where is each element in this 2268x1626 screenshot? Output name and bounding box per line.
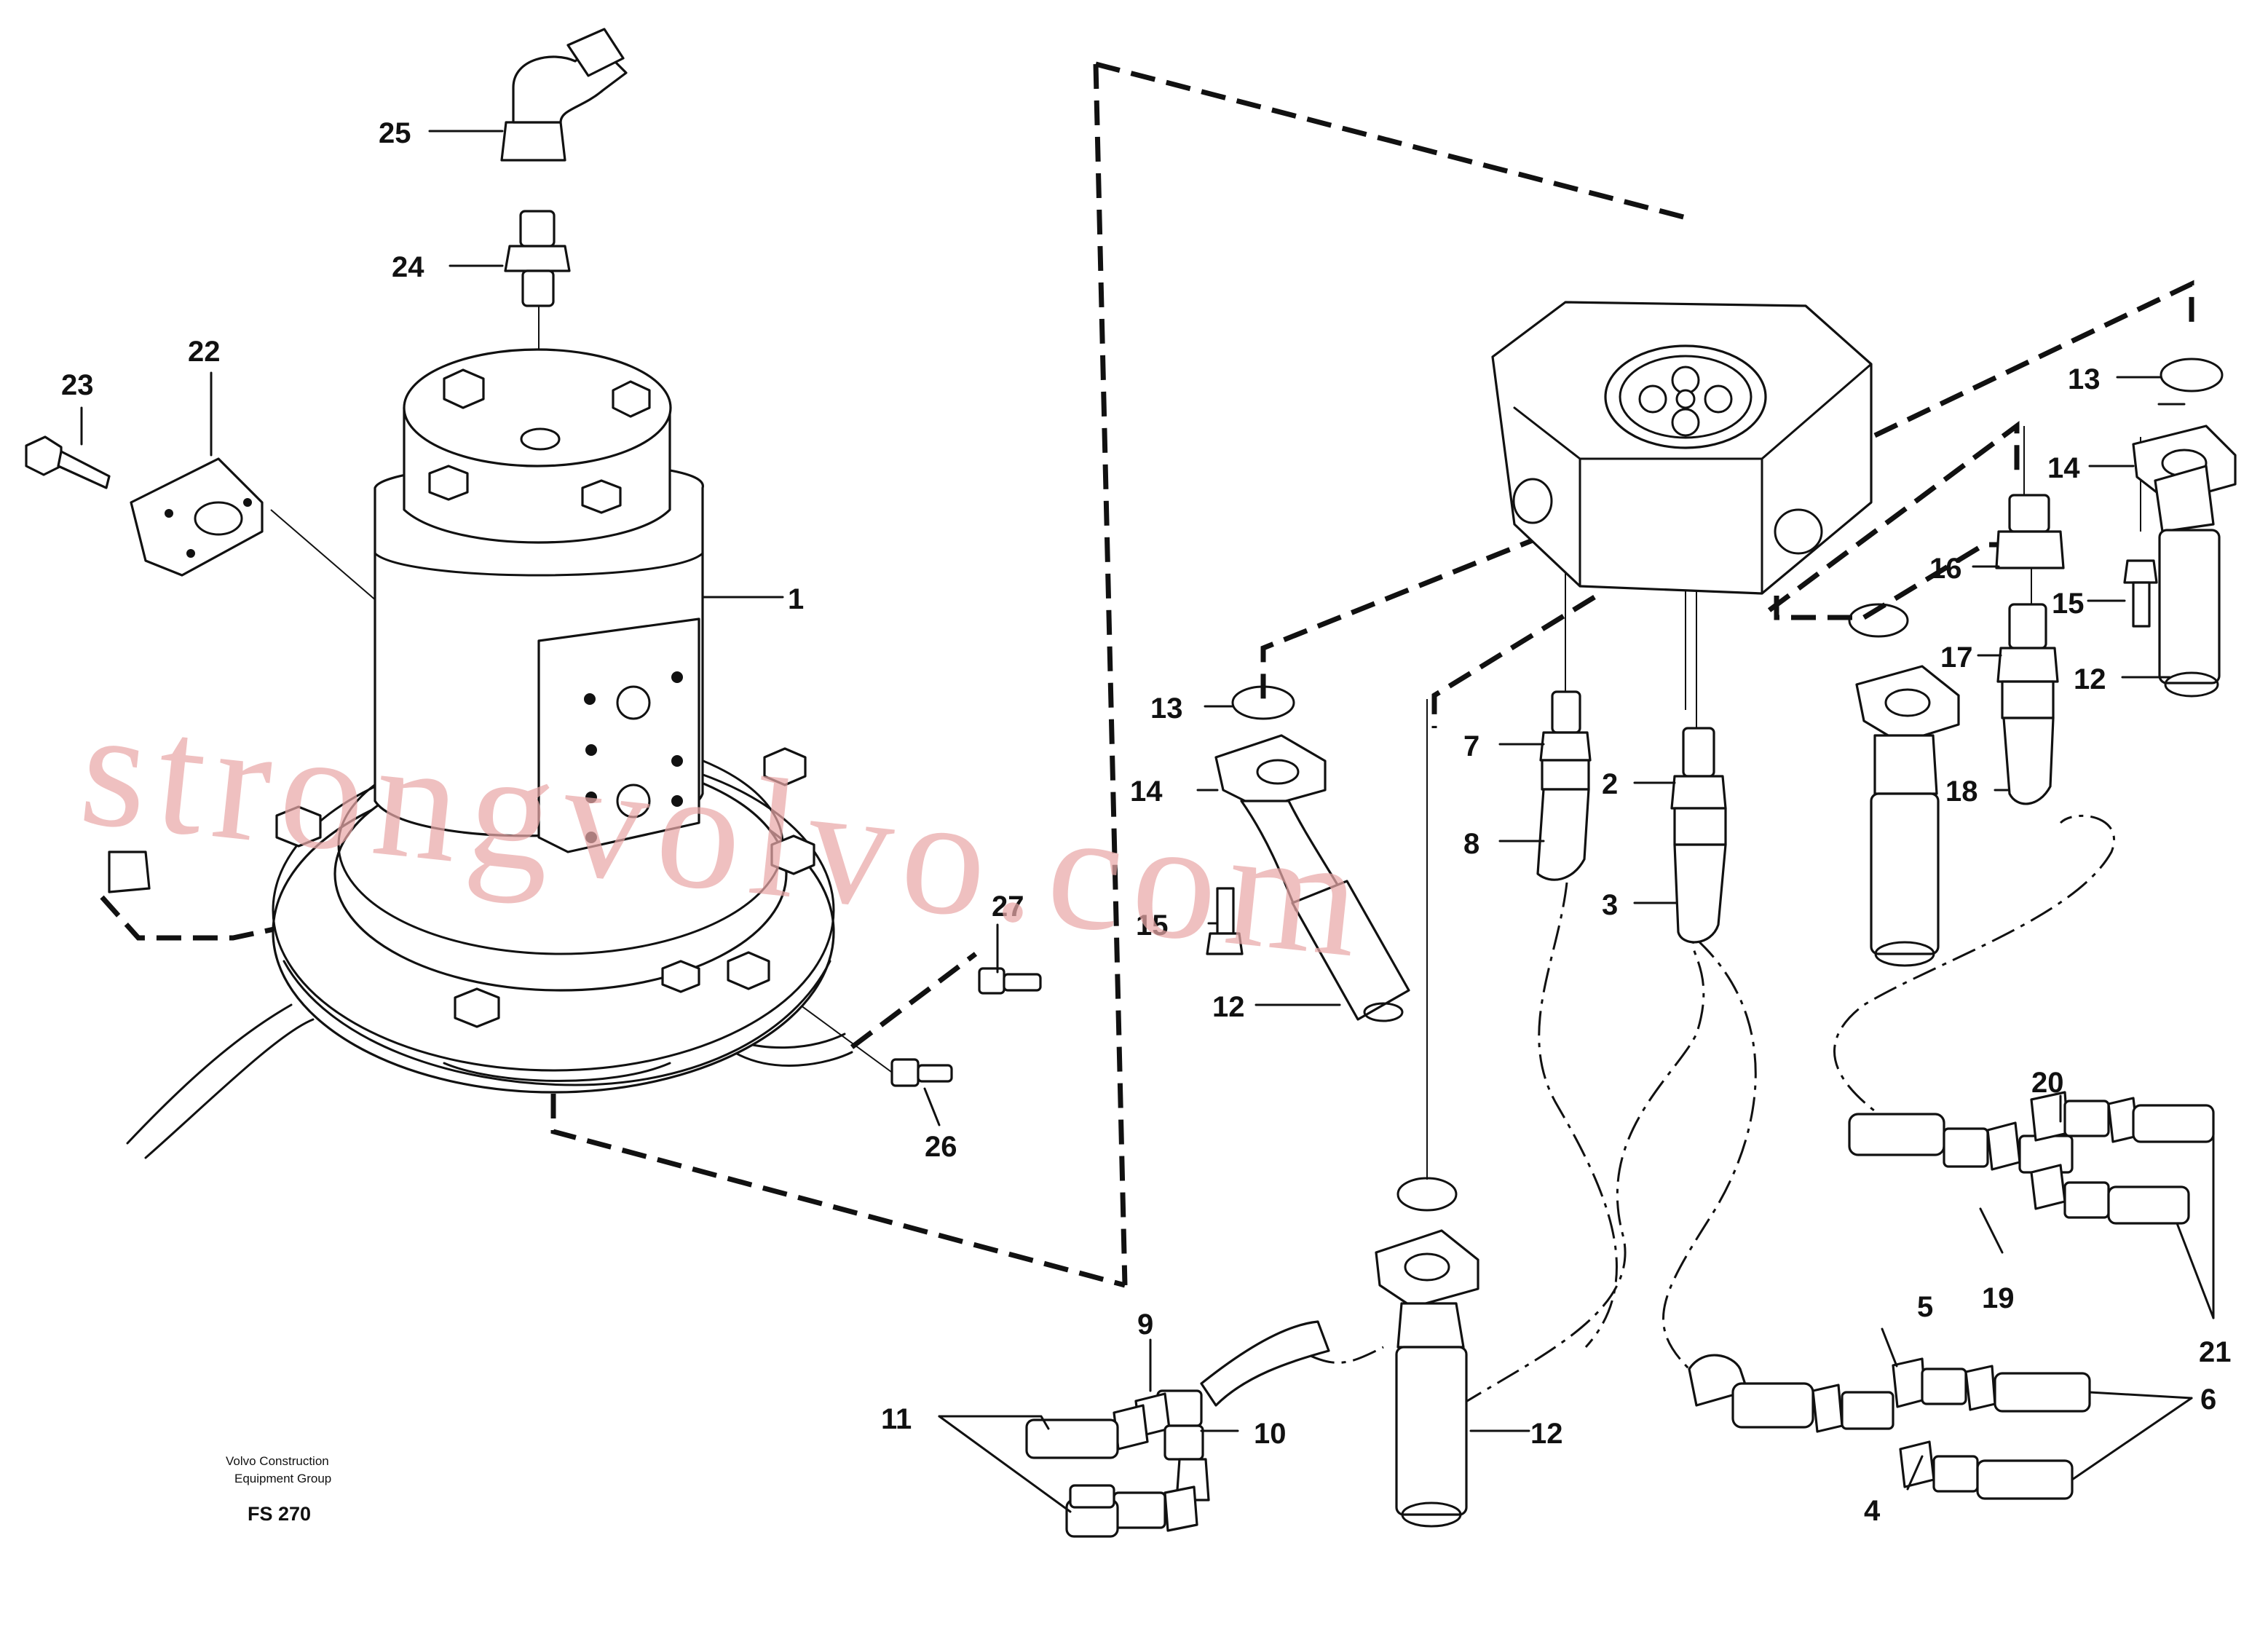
tee-assembly-9-10-11 bbox=[1025, 1320, 1330, 1538]
callout-13-right: 13 bbox=[2068, 363, 2101, 395]
callout-3: 3 bbox=[1602, 889, 1618, 921]
cap-bolts bbox=[428, 368, 651, 514]
callout-19: 19 bbox=[1982, 1282, 2015, 1314]
brand-line-1: Volvo Construction bbox=[226, 1454, 329, 1468]
split-flange-22 bbox=[130, 457, 264, 577]
callout-27: 27 bbox=[992, 891, 1024, 923]
callout-8: 8 bbox=[1463, 828, 1479, 860]
callout-23: 23 bbox=[61, 369, 94, 401]
adapter-24 bbox=[504, 210, 571, 307]
callout-16: 16 bbox=[1929, 553, 1962, 585]
callout-2: 2 bbox=[1602, 768, 1618, 800]
adapter-17 bbox=[1996, 603, 2059, 683]
publisher-block: Volvo Construction Equipment Group FS 27… bbox=[226, 1454, 331, 1525]
hose-12-bottom bbox=[1395, 1302, 1468, 1528]
callout-10: 10 bbox=[1254, 1418, 1287, 1450]
callout-6: 6 bbox=[2200, 1384, 2216, 1416]
flange-bolts bbox=[275, 747, 815, 1028]
o-ring-13-left bbox=[1231, 685, 1295, 720]
hose-18 bbox=[2001, 680, 2055, 805]
o-ring-bottom bbox=[1396, 1177, 1458, 1212]
callout-labels: 1 2 3 4 5 6 7 8 9 10 11 12 12 12 13 13 1… bbox=[61, 117, 2232, 1527]
distribution-block bbox=[1491, 301, 1873, 595]
callout-12-left: 12 bbox=[1212, 991, 1245, 1023]
plug-27 bbox=[978, 967, 1042, 995]
o-ring-right-mid bbox=[1848, 603, 1909, 638]
brand-line-2: Equipment Group bbox=[234, 1472, 331, 1485]
o-ring-13-right bbox=[2160, 358, 2224, 392]
hose-3 bbox=[1673, 807, 1727, 944]
callout-11: 11 bbox=[881, 1403, 912, 1435]
hose-routing-lines bbox=[1310, 814, 2115, 1407]
swivel-joint-assembly bbox=[25, 28, 1042, 1159]
split-flange-14-left bbox=[1214, 734, 1327, 810]
hose-12-left bbox=[1240, 800, 1410, 1022]
callout-7: 7 bbox=[1463, 730, 1479, 762]
adapter-16 bbox=[1995, 494, 2065, 569]
callout-25: 25 bbox=[379, 117, 411, 149]
callout-leaders bbox=[80, 130, 2215, 1513]
bolt-15-left bbox=[1206, 887, 1244, 955]
tee-assembly-19-20-21 bbox=[1848, 1091, 2215, 1225]
bolt-15-right bbox=[2123, 559, 2158, 628]
fitting-2 bbox=[1670, 727, 1727, 810]
elbow-25 bbox=[500, 28, 628, 162]
hose-8 bbox=[1536, 759, 1590, 881]
callout-21: 21 bbox=[2199, 1336, 2232, 1368]
dashed-frame-lines bbox=[100, 61, 2194, 1288]
plug-26 bbox=[890, 1058, 953, 1087]
hose-right-mid bbox=[1870, 734, 1940, 967]
callout-9: 9 bbox=[1137, 1309, 1153, 1341]
callout-4: 4 bbox=[1864, 1495, 1881, 1527]
callout-13-left: 13 bbox=[1150, 692, 1183, 725]
callout-18: 18 bbox=[1945, 775, 1978, 808]
callout-12-bottom: 12 bbox=[1530, 1418, 1563, 1450]
callout-15-right: 15 bbox=[2052, 588, 2085, 620]
bolt-23 bbox=[25, 435, 111, 489]
figure-code: FS 270 bbox=[248, 1503, 311, 1525]
hose-12-right-top bbox=[2154, 465, 2221, 698]
callout-14-left: 14 bbox=[1130, 775, 1163, 808]
callout-17: 17 bbox=[1940, 642, 1973, 674]
split-flange-bottom bbox=[1375, 1229, 1479, 1309]
callout-26: 26 bbox=[925, 1131, 957, 1163]
callout-1: 1 bbox=[788, 583, 804, 615]
split-flange-right-mid bbox=[1855, 665, 1960, 744]
callout-15-left: 15 bbox=[1136, 909, 1169, 942]
callout-20: 20 bbox=[2031, 1067, 2064, 1099]
callout-14-right: 14 bbox=[2047, 452, 2080, 484]
callout-22: 22 bbox=[188, 336, 221, 368]
callout-24: 24 bbox=[392, 251, 424, 283]
tee-assembly-4-5-6 bbox=[1688, 1354, 2091, 1500]
callout-5: 5 bbox=[1917, 1291, 1933, 1323]
callout-12-right: 12 bbox=[2074, 663, 2106, 695]
fitting-7 bbox=[1539, 690, 1592, 762]
